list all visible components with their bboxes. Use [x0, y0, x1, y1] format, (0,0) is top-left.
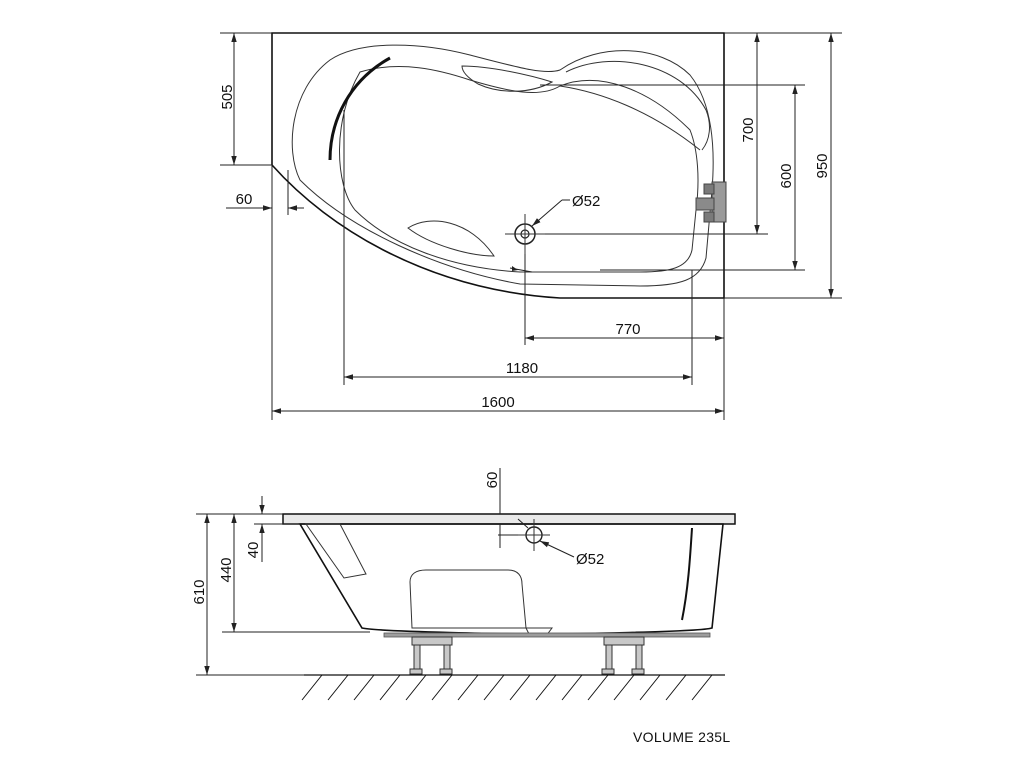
- dim-600-label: 600: [778, 163, 795, 188]
- dim-950-label: 950: [814, 153, 831, 178]
- faucet-icon: [695, 181, 727, 223]
- drain-leader: [531, 199, 563, 227]
- dim-440-label: 440: [218, 557, 235, 582]
- floor-hatching: [301, 674, 713, 701]
- dim-505-label: 505: [219, 84, 236, 109]
- dim-60-top-label: 60: [236, 191, 253, 208]
- headrest-inner-curve: [559, 85, 701, 151]
- top-view: 505 60 770 1180 1600 700 600 950 Ø52: [219, 32, 842, 420]
- volume-label: VOLUME 235L: [633, 729, 730, 745]
- dim-60-side-label: 60: [484, 472, 501, 489]
- tub-rim-outline: [291, 44, 714, 287]
- dim-700-label: 700: [740, 117, 757, 142]
- armrest-top: [461, 65, 554, 92]
- armrest-bottom: [407, 220, 495, 257]
- drain-diameter-top-label: Ø52: [572, 193, 600, 210]
- tub-outer-outline: [271, 32, 725, 299]
- dim-770-label: 770: [615, 321, 640, 338]
- dim-1180-label: 1180: [506, 360, 538, 377]
- tub-side-body: [298, 523, 724, 635]
- dim-610-label: 610: [191, 579, 208, 604]
- dim-40-label: 40: [245, 542, 262, 559]
- support-legs: [409, 636, 645, 675]
- apron-panel: [409, 569, 527, 629]
- support-frame: [383, 632, 711, 638]
- drain-diameter-side-label: Ø52: [576, 551, 604, 568]
- seat-insert: [305, 523, 367, 579]
- side-view: 60 40 440 610 Ø52: [191, 468, 736, 701]
- headrest-curve: [565, 61, 710, 151]
- tub-rim: [282, 513, 736, 525]
- overflow-icon: [518, 519, 550, 551]
- dim-1600-label: 1600: [481, 394, 514, 411]
- side-edge-line: [681, 527, 693, 621]
- backrest-curve: [328, 56, 391, 161]
- tub-basin-outline: [339, 66, 699, 273]
